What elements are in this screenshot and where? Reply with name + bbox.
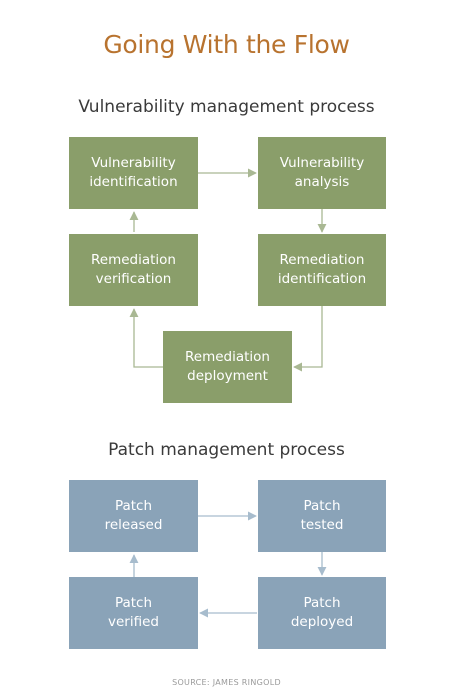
step-vulnerability-identification: Vulnerability identification [69,137,198,209]
step-remediation-verification: Remediation verification [69,234,198,306]
step-patch-released: Patch released [69,480,198,552]
page-title: Going With the Flow [103,30,350,59]
step-remediation-identification: Remediation identification [258,234,386,306]
step-patch-deployed: Patch deployed [258,577,386,649]
step-patch-verified: Patch verified [69,577,198,649]
arrow-remediation-identification-to-deployment [293,306,323,372]
source-credit: SOURCE: JAMES RINGOLD [172,678,281,687]
arrow-deployment-to-verification [129,308,163,368]
vulnerability-process-heading: Vulnerability management process [78,97,375,117]
step-vulnerability-analysis: Vulnerability analysis [258,137,386,209]
step-remediation-deployment: Remediation deployment [163,331,292,403]
patch-process-heading: Patch management process [108,440,345,460]
step-patch-tested: Patch tested [258,480,386,552]
